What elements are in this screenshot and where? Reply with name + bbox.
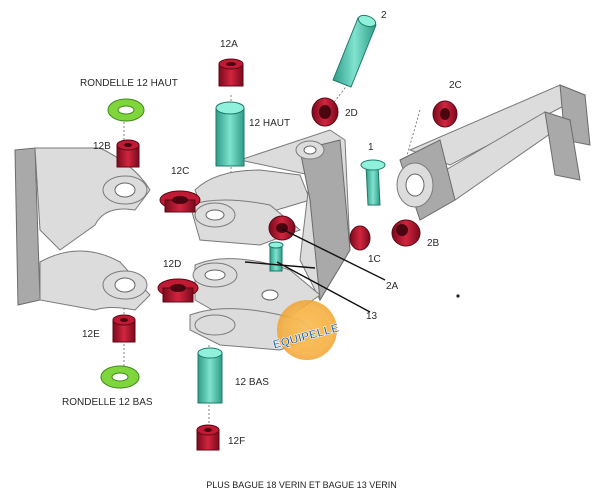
equipelle-logo: EQUIPELLE <box>271 300 341 360</box>
label-2D: 2D <box>345 108 358 119</box>
label-2A: 2A <box>386 281 399 292</box>
bushing-1C <box>349 225 371 251</box>
bushing-2D <box>311 97 339 127</box>
bushing-12D <box>157 278 199 303</box>
label-13: 13 <box>366 311 378 322</box>
bushing-2C <box>432 100 458 128</box>
leader-lines <box>244 228 386 313</box>
pin-1 <box>360 159 386 206</box>
label-12D: 12D <box>163 259 182 270</box>
label-2C: 2C <box>449 80 462 91</box>
label-12C: 12C <box>171 166 190 177</box>
bushing-12F <box>196 424 220 451</box>
label-rondelle-haut: RONDELLE 12 HAUT <box>80 78 178 89</box>
stray-dot <box>456 294 460 298</box>
pin-2 <box>332 14 377 88</box>
pin-13 <box>268 241 284 272</box>
washer-12-haut <box>107 98 145 122</box>
right-bracket <box>396 84 591 221</box>
bushing-2B <box>391 219 421 247</box>
label-12-bas: 12 BAS <box>235 377 269 388</box>
bushing-12C <box>159 190 201 213</box>
label-2: 2 <box>381 10 387 21</box>
washer-12-bas <box>100 365 140 389</box>
label-1C: 1C <box>368 254 381 265</box>
label-rondelle-bas: RONDELLE 12 BAS <box>62 397 153 408</box>
footer-caption: PLUS BAGUE 18 VERIN ET BAGUE 13 VERIN <box>206 480 397 490</box>
pin-12-haut <box>215 101 245 167</box>
bushing-12B <box>116 139 140 168</box>
label-12-haut: 12 HAUT <box>249 118 291 129</box>
bushing-12E <box>112 314 136 343</box>
label-12A: 12A <box>220 39 238 50</box>
label-2B: 2B <box>427 238 440 249</box>
label-12E: 12E <box>82 329 100 340</box>
bushing-12A <box>218 58 244 87</box>
label-12F: 12F <box>228 436 246 447</box>
bushing-2A <box>268 215 296 241</box>
label-12B: 12B <box>93 141 111 152</box>
pin-12-bas <box>197 347 223 404</box>
label-1: 1 <box>368 142 374 153</box>
left-bracket <box>14 147 151 311</box>
